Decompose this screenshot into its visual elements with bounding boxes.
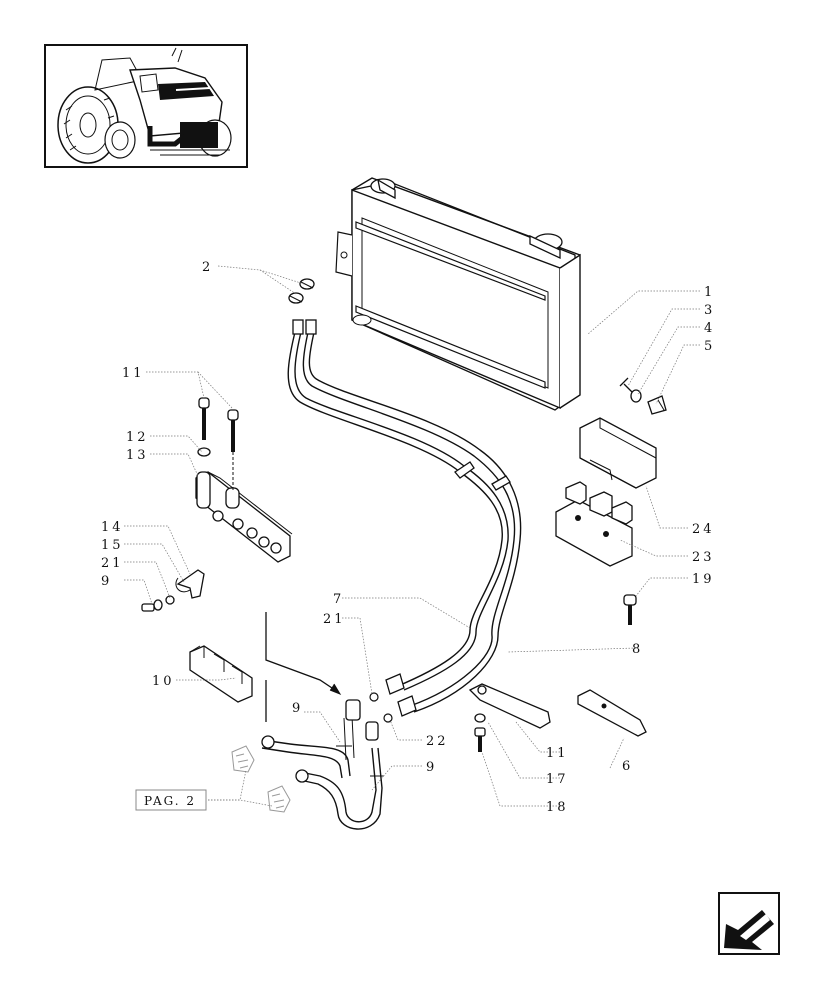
- leader-lines: [124, 265, 700, 807]
- bracket-set: [555, 417, 657, 567]
- hose-pipes: [287, 278, 522, 723]
- part-label: 8: [632, 642, 643, 657]
- oil-cooler-radiator: [335, 177, 581, 411]
- tractor-location-thumbnail[interactable]: [44, 44, 248, 168]
- support-bracket-12: [468, 683, 551, 752]
- part-label: 17: [546, 772, 569, 787]
- part-label: 5: [704, 339, 715, 354]
- part-label: 3: [704, 303, 715, 318]
- part-label: 24: [692, 522, 715, 537]
- fastener-set: [619, 377, 667, 415]
- part-label: 14: [101, 520, 124, 535]
- clip-block: [189, 645, 253, 703]
- part-label: 11: [122, 366, 145, 381]
- part-label: 9: [101, 574, 112, 589]
- support-bracket-6: [577, 689, 647, 737]
- part-label: 1: [704, 285, 715, 300]
- hose-clamp-set: [141, 569, 205, 612]
- page-reference[interactable]: PAG. 2: [135, 789, 207, 811]
- elbow-hoses: [261, 699, 384, 830]
- part-label: 4: [704, 321, 715, 336]
- part-label: 15: [101, 538, 124, 553]
- part-label: 6: [622, 759, 633, 774]
- part-label: 19: [692, 572, 715, 587]
- part-label: 11: [546, 746, 569, 761]
- part-label: 12: [126, 430, 149, 445]
- part-label: 23: [692, 550, 715, 565]
- part-label: 13: [126, 448, 149, 463]
- part-label: 2: [202, 260, 213, 275]
- part-label: 10: [152, 674, 175, 689]
- part-label: 7: [333, 592, 344, 607]
- screw-20: [623, 594, 637, 625]
- part-label: 9: [426, 760, 437, 775]
- part-label: 9: [292, 701, 303, 716]
- part-label: 21: [101, 556, 124, 571]
- return-arrow-icon[interactable]: [718, 892, 780, 955]
- ref-connectors: [231, 745, 291, 813]
- manifold-block: [195, 397, 293, 563]
- part-label: 18: [546, 800, 569, 815]
- part-label: 22: [426, 734, 449, 749]
- part-label: 21: [323, 612, 346, 627]
- section-indicator: [265, 612, 342, 722]
- part-labels: 2 1 3 4 5 11 12 13 14 15 21 9 24 23 19 7…: [101, 260, 715, 815]
- page-reference-text: PAG. 2: [144, 794, 196, 808]
